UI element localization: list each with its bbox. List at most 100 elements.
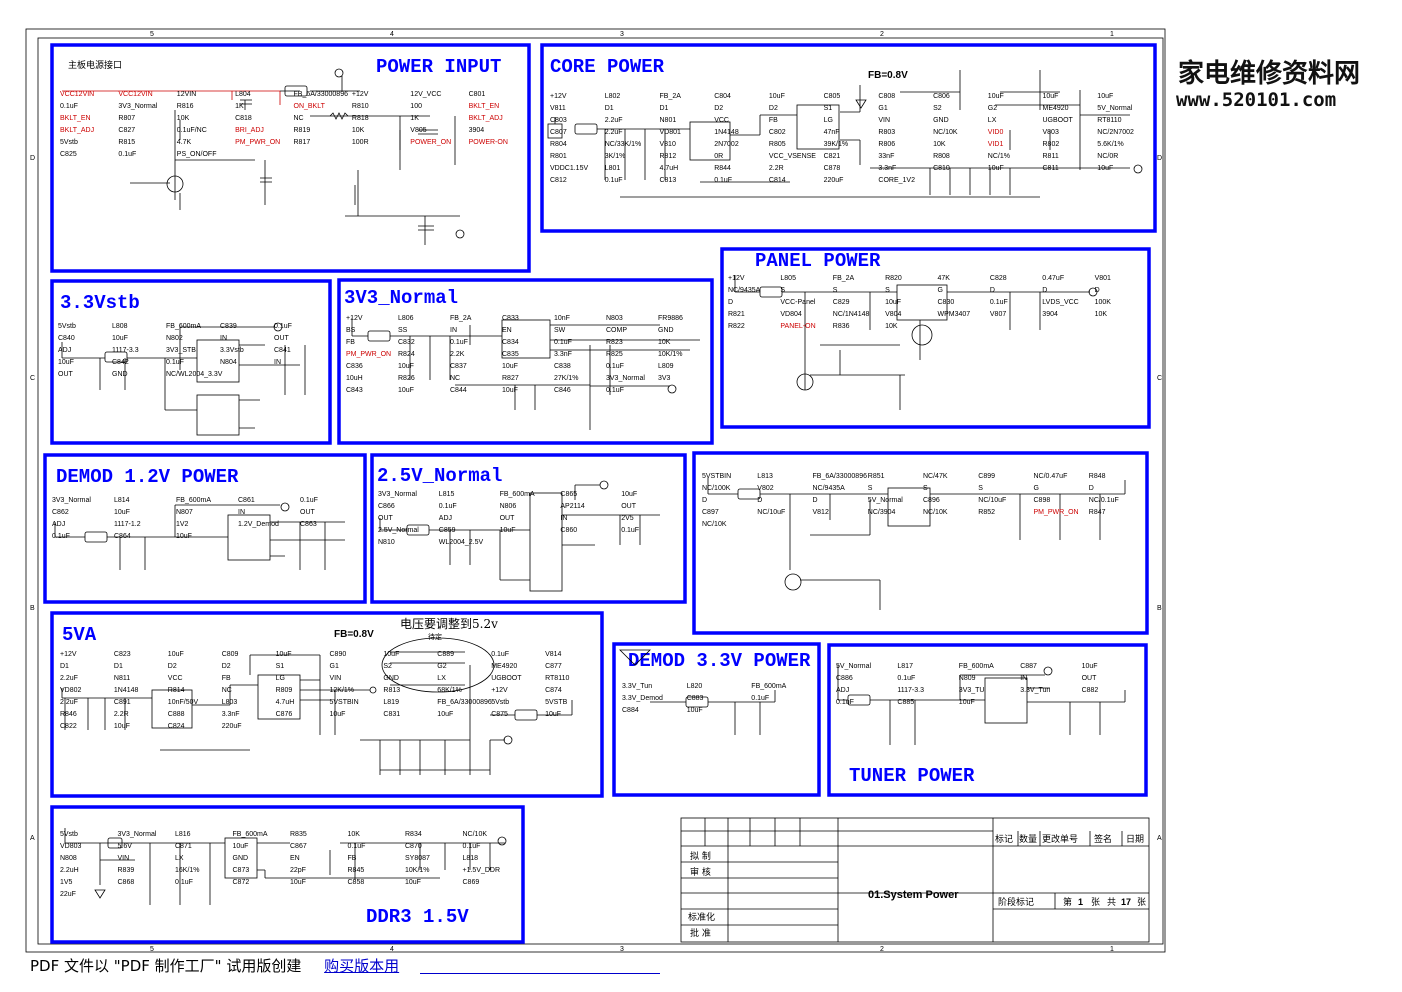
component-label: 10uF [959,699,975,706]
title-block: 标记 数量 更改单号 签名 日期 拟 制 审 核 标准化 批 准 01.Syst… [680,817,1150,943]
component-label: V801 [1095,275,1111,282]
component-label: +12V [346,315,363,322]
component-label: EN [502,327,512,334]
component-label: FB_600mA [233,831,268,838]
component-label: 10uF [398,363,414,370]
frame-letter: A [30,835,35,842]
component-label: 47nF [824,129,840,136]
component-label: NC/10K [463,831,488,838]
component-label: 220uF [222,723,242,730]
component-label: 10uF [545,711,561,718]
component-label: 5V_Normal [1097,105,1132,112]
component-label: FB_600mA [500,491,535,498]
component-label: 3V3_TU [959,687,985,694]
component-label: 10uF [58,359,74,366]
frame-number: 1 [1110,31,1114,38]
component-label: UGBOOT [491,675,522,682]
component-label: C889 [437,651,454,658]
sheet-part: 共 [1107,897,1116,908]
block-frame [612,642,821,797]
component-label: NC/3904 [868,509,896,516]
component-label: S [978,485,983,492]
component-label: D [728,299,733,306]
component-label: D [1042,287,1047,294]
frame-number: 5 [150,946,154,953]
component-label: 3904 [1042,311,1058,318]
block-frame [827,643,1148,797]
component-label: VCC_VSENSE [769,153,816,160]
component-label: BKLT_ADJ [60,127,94,134]
component-label: NC/10uF [757,509,785,516]
footer-link[interactable]: 购买版本用 [324,957,400,975]
component-label: NC/WL2004_3.3V [166,371,223,378]
component-label: 5V_Normal [868,497,903,504]
component-label: G2 [988,105,997,112]
component-label: D [702,497,707,504]
component-label: C813 [660,177,677,184]
component-label: R811 [1043,153,1059,160]
component-label: NC/9435A [813,485,846,492]
component-label: R813 [383,687,400,694]
component-label: L805 [780,275,796,282]
header-cell: 签名 [1094,833,1112,845]
component-label: IN [220,335,227,342]
component-label: R815 [118,139,135,146]
component-label: 5VSTBIN [330,699,359,706]
component-label: L818 [463,855,479,862]
component-label: C832 [398,339,415,346]
component-label: 10uF [988,165,1004,172]
row-label: 批 准 [690,927,711,939]
component-label: C818 [235,115,252,122]
component-label: 5Vstb [60,139,78,146]
footer-text: PDF 文件以 "PDF 制作工厂" 试用版创建 [30,957,302,975]
component-label: BS [346,327,356,334]
component-label: C822 [60,723,77,730]
component-label: FB [769,117,778,124]
component-label: L814 [114,497,130,504]
component-label: CORE_1V2 [878,177,915,184]
component-label: POWER_ON [410,139,451,146]
block-frame [370,453,687,604]
component-label: 3V3_Normal [378,491,417,498]
component-label: 39K/1% [824,141,849,148]
block-ddr3: DDR3 1.5V [50,805,525,944]
component-label: C843 [346,387,363,394]
component-label: R823 [606,339,623,346]
component-label: C821 [824,153,841,160]
component-label: C842 [112,359,129,366]
component-label: D2 [714,105,723,112]
component-label: C807 [550,129,567,136]
component-label: FB_600mA [166,323,201,330]
component-label: D [990,287,995,294]
component-label: R824 [398,351,415,358]
component-label: R814 [168,687,185,694]
sheet-part: 第 [1063,896,1072,908]
component-label: VDDC1.15V [550,165,588,172]
component-label: NC/10uF [978,497,1006,504]
component-label: 10uF [405,879,421,886]
component-label: 10uF [502,387,518,394]
sheet-part: 张 [1091,897,1100,908]
component-label: 10uF [398,387,414,394]
block-subtitle: 主板电源接口 [68,59,122,71]
component-label: ADJ [52,521,65,528]
component-label: OUT [500,515,515,522]
component-label: FB_2A [833,275,855,282]
header-cell: 日期 [1126,834,1144,845]
component-label: VCC12VIN [118,91,152,98]
component-label: 4.7K [177,139,192,146]
component-label: 3V3_Normal [118,103,157,110]
sheet-number: 第 1 张 共 17 张 [1063,896,1146,908]
component-label: 3.3Vstb [220,347,244,354]
component-label: C870 [405,843,422,850]
component-label: 10uF [621,491,637,498]
component-label: C887 [1020,663,1037,670]
component-label: 1V5 [60,879,73,886]
component-label: C858 [348,879,365,886]
component-label: WL2004_2.5V [439,539,484,546]
component-label: R816 [177,103,194,110]
component-label: L803 [222,699,238,706]
component-label: VD802 [60,687,82,694]
header-cell: 更改单号 [1042,833,1078,845]
